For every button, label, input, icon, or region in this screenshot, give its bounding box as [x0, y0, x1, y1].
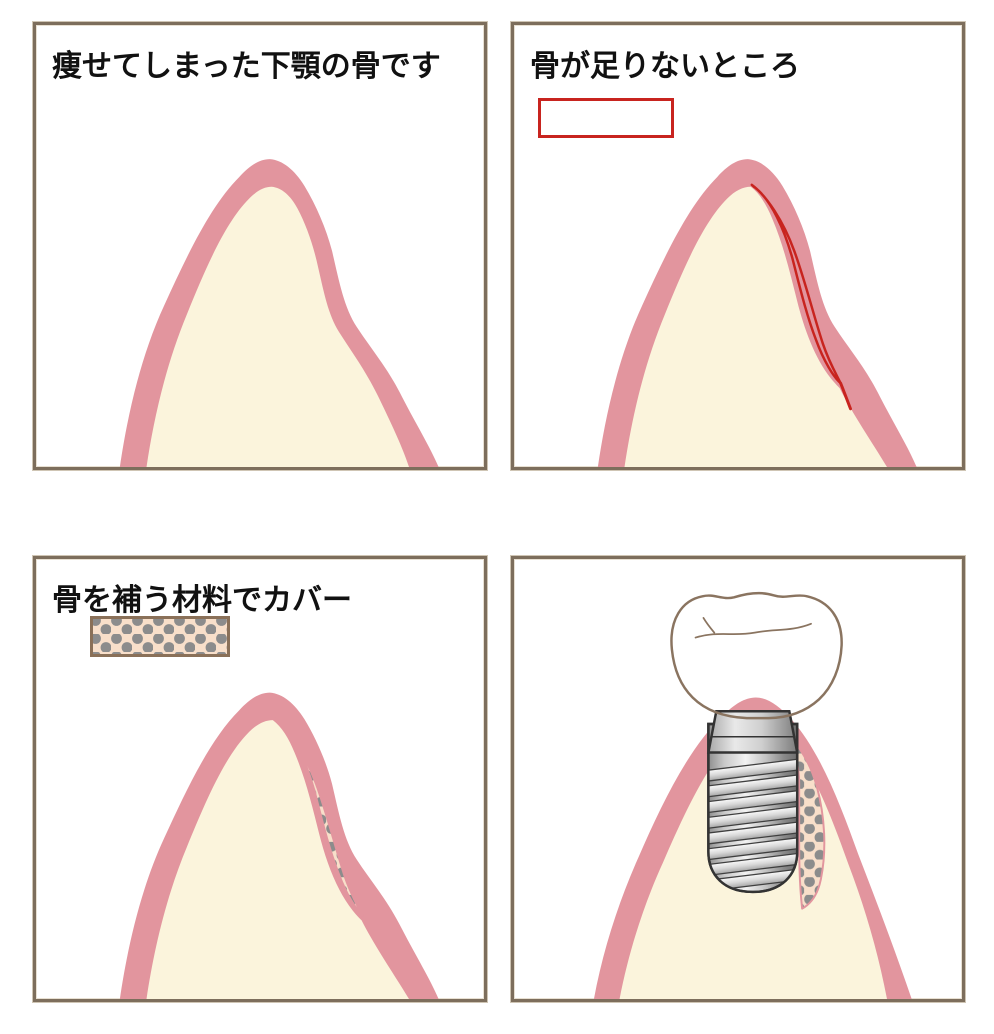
graft-material-legend-swatch	[90, 616, 230, 657]
panel-graft-material: 骨を補う材料でカバー	[33, 556, 487, 1002]
bone-shape	[146, 186, 410, 467]
jaw-bone-grafted-illustration	[119, 692, 439, 999]
hatch-swatch-icon	[538, 98, 674, 138]
missing-bone-edge-line	[839, 381, 852, 411]
implant-illustration	[593, 591, 912, 999]
implant-threads	[708, 758, 798, 892]
panel-missing-bone: 骨が足りないところ	[511, 22, 965, 470]
panel-thinned-jaw-bone: 痩せてしまった下顎の骨です	[33, 22, 487, 470]
implant-body-outline	[707, 722, 799, 894]
graft-material-area	[775, 724, 826, 910]
crown-fissure-branch	[702, 617, 716, 634]
implant-abutment	[706, 710, 799, 754]
crown-shape	[670, 591, 843, 720]
implant-crown	[670, 591, 843, 720]
graft-material-area	[272, 716, 364, 917]
crown-fissure-line	[694, 622, 812, 639]
bone-shape-eroded	[146, 720, 410, 999]
dots-swatch-icon	[90, 616, 230, 657]
panel-title: 痩せてしまった下顎の骨です	[52, 50, 441, 83]
missing-bone-hatched-area	[750, 183, 842, 385]
panel-title: 骨が足りないところ	[530, 50, 800, 83]
bone-shape-eroded	[624, 186, 888, 467]
panel-title: 骨を補う材料でカバー	[52, 584, 352, 617]
missing-bone-legend-swatch	[538, 98, 674, 138]
jaw-bone-missing-illustration	[597, 159, 917, 467]
panel-implant-result	[511, 556, 965, 1002]
implant-screw	[706, 710, 799, 894]
jaw-bone-illustration	[119, 159, 439, 467]
